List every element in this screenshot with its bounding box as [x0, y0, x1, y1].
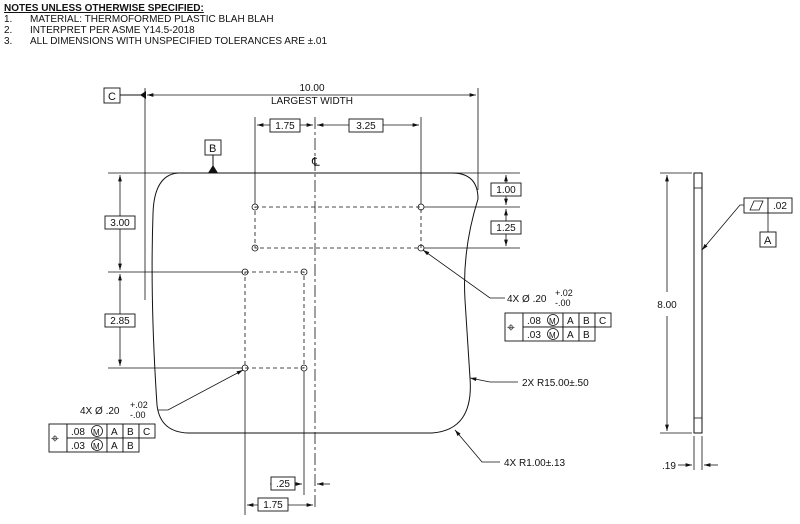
- note-item: 1.MATERIAL: THERMOFORMED PLASTIC BLAH BL…: [4, 14, 274, 25]
- dim-bottom-small: .25: [276, 479, 290, 490]
- notes-title: NOTES UNLESS OTHERWISE SPECIFIED:: [4, 3, 204, 14]
- radius-large: 2X R15.00±.50: [522, 378, 589, 389]
- svg-text:.03: .03: [71, 441, 85, 452]
- svg-text:M: M: [93, 442, 100, 451]
- datum-a-label: A: [764, 235, 772, 247]
- dim-height: 8.00: [657, 300, 677, 311]
- dim-100: 1.00: [496, 185, 516, 196]
- leader-line: [158, 369, 244, 411]
- part-outline: [151, 172, 479, 434]
- svg-text:⌖: ⌖: [51, 430, 59, 446]
- datum-b-label: B: [209, 143, 216, 155]
- flatness-control-frame: .02: [743, 197, 793, 214]
- hole-callout-left: 4X Ø .20: [80, 406, 120, 417]
- leader-line: [422, 249, 505, 299]
- svg-text:M: M: [549, 331, 556, 340]
- dim-box: [104, 313, 136, 328]
- hole: [300, 268, 308, 276]
- width-label: LARGEST WIDTH: [271, 96, 353, 107]
- note-item: 2.INTERPRET PER ASME Y14.5-2018: [4, 25, 195, 36]
- dim-top-right: 3.25: [356, 121, 376, 132]
- dim-box: [348, 118, 384, 133]
- dim-box: [269, 118, 301, 133]
- svg-text:M: M: [93, 428, 100, 437]
- svg-text:B: B: [127, 427, 134, 438]
- dim-thickness: .19: [662, 461, 676, 472]
- svg-text:.08: .08: [527, 316, 541, 327]
- svg-text:C: C: [143, 427, 150, 438]
- centerline-symbol: ℄: [311, 155, 320, 169]
- dim-300: 3.00: [110, 218, 130, 229]
- svg-text:.03: .03: [527, 330, 541, 341]
- leader-line: [701, 204, 744, 251]
- tol-plus: +.02: [555, 288, 573, 298]
- hole: [251, 244, 259, 252]
- dim-top-left: 1.75: [275, 121, 295, 132]
- dim-box: [490, 220, 522, 235]
- svg-text:.02: .02: [773, 201, 787, 212]
- position-symbol: ⌖: [507, 319, 515, 335]
- svg-text:B: B: [583, 330, 590, 341]
- dim-125: 1.25: [496, 223, 516, 234]
- drawing-notes: NOTES UNLESS OTHERWISE SPECIFIED: 1.MATE…: [4, 3, 327, 47]
- dim-285: 2.85: [110, 316, 130, 327]
- hole-callout-right: 4X Ø .20: [507, 294, 547, 305]
- svg-text:B: B: [583, 316, 590, 327]
- tol-minus: -.00: [130, 410, 146, 420]
- leader-line: [454, 429, 500, 463]
- radius-corner: 4X R1.00±.13: [504, 458, 566, 469]
- dim-box: [270, 476, 296, 491]
- side-view-part: [693, 172, 703, 434]
- feature-control-frame-left: ⌖ .08 M A B C .03 M A B: [48, 423, 156, 453]
- dim-box: [257, 497, 289, 512]
- dim-box: [490, 182, 522, 197]
- hole-pattern-lower: [244, 271, 305, 369]
- tol-minus: -.00: [555, 298, 571, 308]
- svg-text:A: A: [567, 316, 574, 327]
- leader-line: [469, 377, 518, 383]
- svg-text:B: B: [127, 441, 134, 452]
- svg-text:M: M: [549, 317, 556, 326]
- dim-box: [104, 215, 136, 230]
- note-item: 3.ALL DIMENSIONS WITH UNSPECIFIED TOLERA…: [4, 36, 328, 47]
- hole-pattern-upper: [254, 206, 422, 249]
- dim-bottom-offset: 1.75: [263, 500, 283, 511]
- feature-control-frame-right: ⌖ .08 M A B C .03 M A B: [504, 312, 612, 342]
- svg-text:.08: .08: [71, 427, 85, 438]
- width-value: 10.00: [299, 83, 324, 94]
- datum-c-label: C: [108, 91, 116, 103]
- svg-text:C: C: [599, 316, 606, 327]
- svg-text:A: A: [567, 330, 574, 341]
- svg-text:A: A: [111, 427, 118, 438]
- tol-plus: +.02: [130, 400, 148, 410]
- datum-a-box: [759, 231, 777, 248]
- svg-text:A: A: [111, 441, 118, 452]
